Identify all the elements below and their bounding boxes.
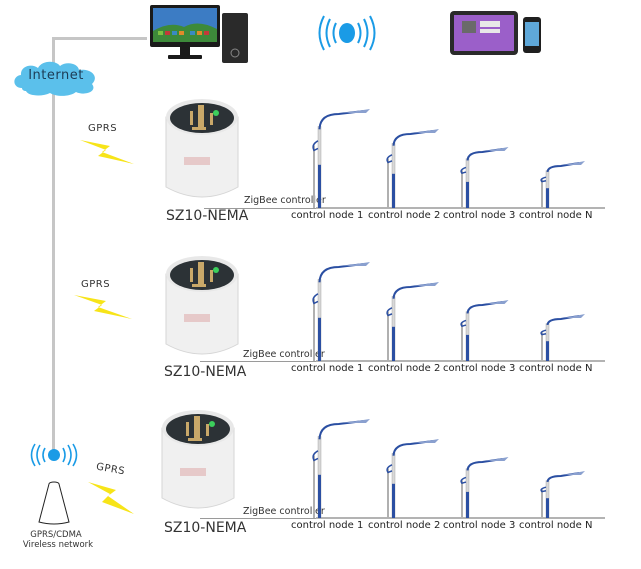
- controller-leader-line: [204, 208, 316, 209]
- control-node-label: control node N: [519, 210, 593, 221]
- nema-controller-icon: [161, 410, 235, 509]
- control-node-label: control node 3: [443, 520, 516, 531]
- backbone-connector: [52, 38, 55, 458]
- control-node-label: control node 1: [291, 210, 364, 221]
- control-node-label: control node 1: [291, 520, 364, 531]
- street-light-icon: [312, 109, 370, 209]
- computer-connector: [52, 37, 147, 40]
- control-node-label: control node 3: [443, 210, 516, 221]
- control-node-label: control node 3: [443, 363, 516, 374]
- controller-model-label: SZ10-NEMA: [164, 520, 247, 536]
- control-node-label: control node N: [519, 520, 593, 531]
- control-node-label: control node N: [519, 363, 593, 374]
- street-light-icon: [460, 147, 509, 209]
- cell-tower-icon: [38, 481, 70, 525]
- zigbee-controller-label: ZigBee controller: [244, 195, 326, 206]
- street-light-icon: [386, 282, 439, 362]
- control-node-label: control node 1: [291, 363, 364, 374]
- street-light-icon: [540, 471, 585, 519]
- network-label-line1: GPRS/CDMA: [30, 530, 82, 540]
- controller-model-label: SZ10-NEMA: [164, 364, 247, 380]
- controller-model-label: SZ10-NEMA: [166, 208, 249, 224]
- zigbee-controller-label: ZigBee controller: [243, 506, 325, 517]
- controller-leader-line: [200, 518, 316, 519]
- street-light-icon: [312, 419, 370, 519]
- desktop-computer-icon: [150, 5, 248, 63]
- internet-label: Internet: [28, 68, 84, 83]
- street-light-icon: [386, 129, 439, 209]
- internet-cloud-icon: [14, 61, 95, 96]
- control-node-label: control node 2: [368, 520, 441, 531]
- zigbee-controller-label: ZigBee controller: [243, 349, 325, 360]
- control-node-label: control node 2: [368, 210, 441, 221]
- gprs-label: GPRS: [88, 123, 118, 134]
- street-light-icon: [540, 161, 585, 209]
- nema-controller-icon: [165, 99, 239, 198]
- street-light-icon: [312, 262, 370, 362]
- street-light-icon: [460, 457, 509, 519]
- base-station-signal-icon: [30, 443, 78, 467]
- street-light-icon: [386, 439, 439, 519]
- network-label-line2: Vireless network: [22, 540, 94, 550]
- nema-controller-icon: [165, 256, 239, 355]
- street-light-icon: [540, 314, 585, 362]
- tablet-phone-icon: [450, 11, 541, 55]
- gprs-label: GPRS: [81, 279, 111, 290]
- street-light-icon: [460, 300, 509, 362]
- controller-leader-line: [200, 361, 316, 362]
- wifi-signal-icon: [318, 15, 376, 51]
- control-node-label: control node 2: [368, 363, 441, 374]
